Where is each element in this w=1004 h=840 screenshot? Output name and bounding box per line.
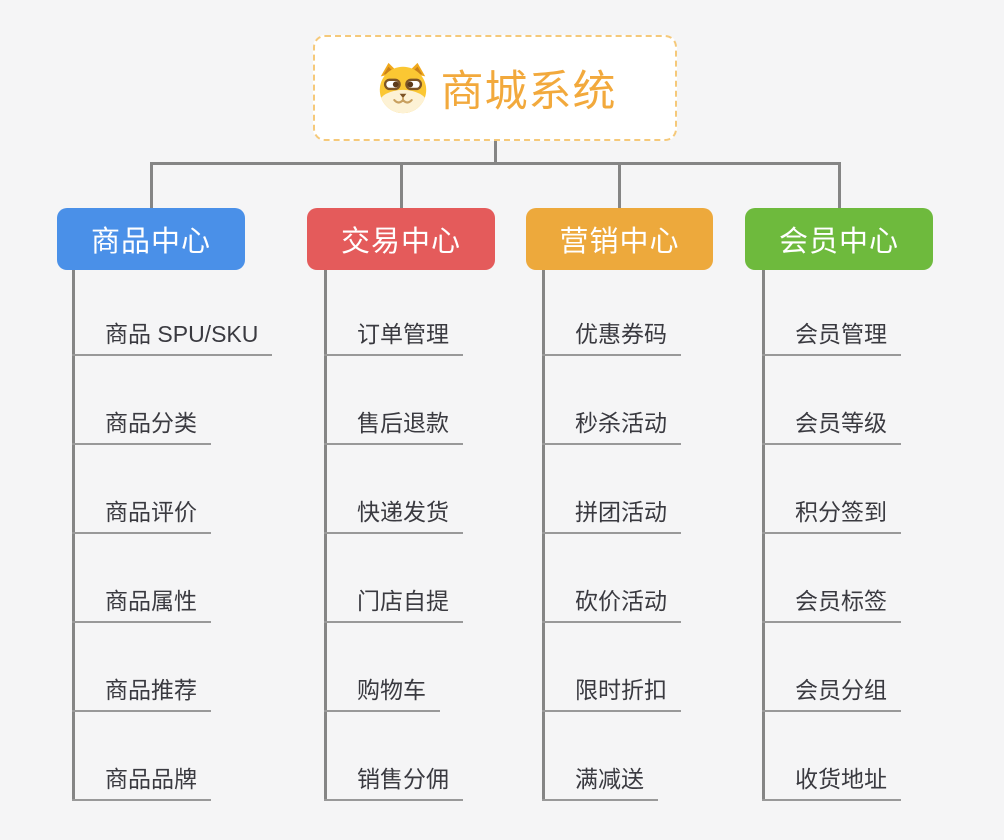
leaf-item[interactable]: 积分签到 [762, 497, 901, 534]
leaf-item[interactable]: 销售分佣 [324, 764, 463, 801]
leaf-item[interactable]: 商品 SPU/SKU [72, 319, 273, 356]
leaf-item[interactable]: 购物车 [324, 675, 440, 712]
leaf-item[interactable]: 收货地址 [762, 764, 901, 801]
dog-face-icon [379, 62, 426, 114]
connector-drop-member [838, 164, 841, 208]
branch-trade-center[interactable]: 交易中心 [307, 208, 495, 270]
leaf-item[interactable]: 门店自提 [324, 586, 463, 623]
connector-rail-trade [324, 270, 327, 801]
leaf-item[interactable]: 商品评价 [72, 497, 211, 534]
leaf-item[interactable]: 满减送 [542, 764, 658, 801]
branch-marketing-center[interactable]: 营销中心 [526, 208, 713, 270]
leaf-item[interactable]: 订单管理 [324, 319, 463, 356]
leaf-item[interactable]: 商品推荐 [72, 675, 211, 712]
leaf-item[interactable]: 优惠券码 [542, 319, 681, 356]
connector-horizontal-bar [150, 162, 841, 165]
leaf-item[interactable]: 限时折扣 [542, 675, 681, 712]
leaf-item[interactable]: 商品分类 [72, 408, 211, 445]
connector-root-stem [494, 141, 497, 163]
branch-product-center[interactable]: 商品中心 [57, 208, 245, 270]
leaf-item[interactable]: 售后退款 [324, 408, 463, 445]
root-node-mall-system[interactable]: 商城系统 [313, 35, 677, 141]
connector-drop-trade [400, 164, 403, 208]
leaf-item[interactable]: 快递发货 [324, 497, 463, 534]
connector-rail-member [762, 270, 765, 801]
connector-rail-marketing [542, 270, 545, 801]
leaf-item[interactable]: 商品属性 [72, 586, 211, 623]
leaf-item[interactable]: 会员等级 [762, 408, 901, 445]
leaf-item[interactable]: 秒杀活动 [542, 408, 681, 445]
connector-drop-product [150, 164, 153, 208]
branch-member-center[interactable]: 会员中心 [745, 208, 933, 270]
leaf-item[interactable]: 会员管理 [762, 319, 901, 356]
connector-rail-product [72, 270, 75, 801]
leaf-item[interactable]: 砍价活动 [542, 586, 681, 623]
leaf-item[interactable]: 会员标签 [762, 586, 901, 623]
leaf-item[interactable]: 商品品牌 [72, 764, 211, 801]
leaf-item[interactable]: 拼团活动 [542, 497, 681, 534]
root-title: 商城系统 [440, 68, 617, 116]
leaf-item[interactable]: 会员分组 [762, 675, 901, 712]
connector-drop-marketing [618, 164, 621, 208]
